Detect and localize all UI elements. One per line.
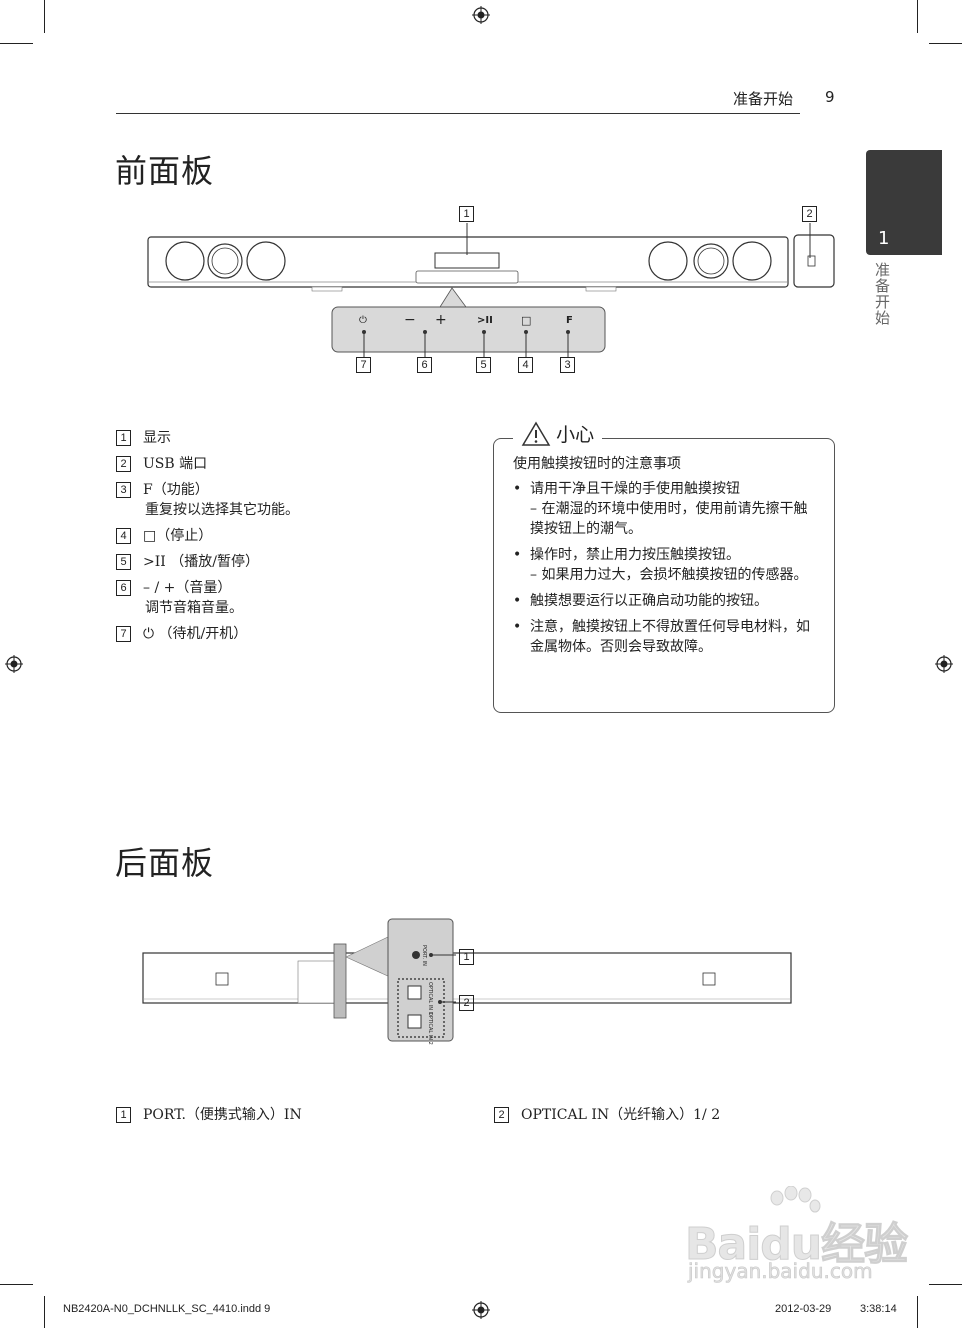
crop-mark	[0, 1284, 33, 1285]
caution-item: 操作时，禁止用力按压触摸按钮。– 如果用力过大，会损坏触摸按钮的传感器。	[513, 545, 818, 585]
warning-icon	[521, 421, 551, 446]
chapter-number: 1	[878, 228, 890, 249]
function-button: F	[566, 315, 573, 326]
crop-mark	[929, 43, 962, 44]
callout-7: 7	[356, 357, 371, 373]
callout-5: 5	[476, 357, 491, 373]
legend-item: 4□（停止）	[116, 526, 212, 546]
legend-item: 5>II （播放/暂停）	[116, 552, 259, 572]
crop-mark	[917, 1296, 918, 1328]
crop-mark	[917, 0, 918, 33]
crop-mark	[44, 1296, 45, 1328]
chapter-tab-label: 准备开始	[873, 262, 891, 326]
caution-item: 请用干净且干燥的手使用触摸按钮– 在潮湿的环境中使用时，使用前请先擦干触摸按钮上…	[513, 479, 818, 539]
caution-intro: 使用触摸按钮时的注意事项	[513, 456, 681, 472]
stop-button: □	[521, 314, 532, 327]
callout-3: 3	[560, 357, 575, 373]
caution-box: 使用触摸按钮时的注意事项 请用干净且干燥的手使用触摸按钮– 在潮湿的环境中使用时…	[493, 438, 835, 713]
paw-logo-icon	[770, 1186, 821, 1213]
chapter-tab: 1	[866, 150, 942, 255]
registration-mark-icon	[935, 655, 953, 673]
caution-header: 小心	[513, 420, 603, 450]
rear-panel-title: 后面板	[115, 844, 215, 882]
registration-mark-icon	[5, 655, 23, 673]
registration-mark-icon	[472, 6, 490, 24]
volume-up-button: +	[435, 312, 447, 328]
caution-item: 注意，触摸按钮上不得放置任何导电材料，如金属物体。否则会导致故障。	[513, 617, 818, 657]
footer-time: 3:38:14	[860, 1303, 897, 1315]
footer-file: NB2420A-N0_DCHNLLK_SC_4410.indd 9	[63, 1303, 271, 1315]
registration-mark-icon	[472, 1301, 490, 1319]
rear-callout-2: 2	[459, 995, 474, 1011]
callout-1: 1	[459, 206, 474, 222]
play-pause-button: >II	[477, 315, 493, 326]
port-in-label: PORT. IN	[421, 945, 427, 966]
power-button-icon: ⏻	[359, 315, 367, 326]
crop-mark	[0, 43, 33, 44]
callout-2: 2	[802, 206, 817, 222]
footer-date: 2012-03-29	[775, 1303, 832, 1315]
callout-6: 6	[417, 357, 432, 373]
optical-in-1-label: OPTICAL IN 1	[427, 982, 433, 1015]
crop-mark	[929, 1284, 962, 1285]
caution-item: 触摸想要运行以正确启动功能的按钮。	[513, 591, 818, 611]
legend-item: 6– / +（音量）调节音箱音量。	[116, 578, 243, 618]
page-number: 9	[825, 88, 835, 106]
rear-panel-diagram	[142, 918, 792, 1042]
watermark-brand: Baidu经验	[684, 1219, 908, 1271]
caution-label: 小心	[556, 424, 595, 446]
caution-list: 请用干净且干燥的手使用触摸按钮– 在潮湿的环境中使用时，使用前请先擦干触摸按钮上…	[513, 479, 818, 663]
running-header-section: 准备开始	[733, 90, 794, 108]
front-panel-title: 前面板	[115, 152, 215, 190]
watermark-url: jingyan.baidu.com	[688, 1259, 873, 1284]
legend-item: 7⏻ （待机/开机）	[116, 624, 247, 644]
header-rule	[116, 113, 800, 114]
volume-down-button: −	[404, 312, 416, 328]
rear-callout-1: 1	[459, 949, 474, 965]
front-panel-diagram	[147, 223, 835, 357]
crop-mark	[44, 0, 45, 33]
callout-4: 4	[518, 357, 533, 373]
optical-in-2-label: OPTICAL IN 2	[427, 1012, 433, 1045]
